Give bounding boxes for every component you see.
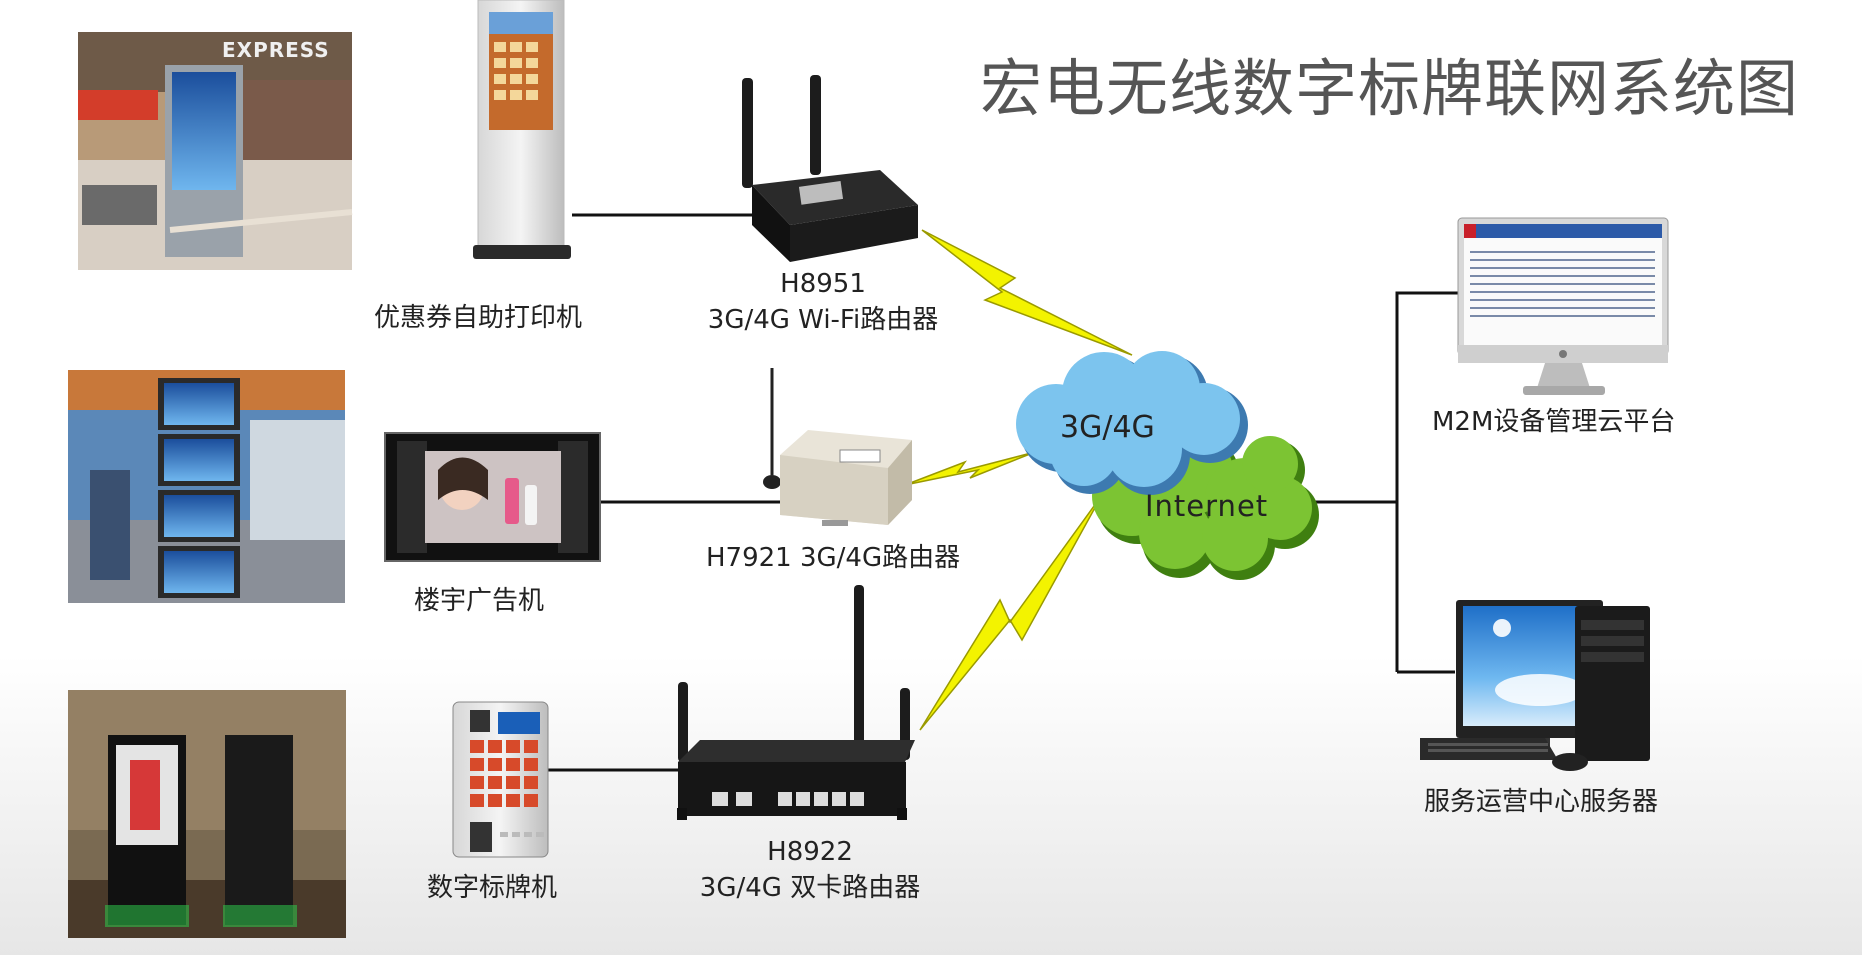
- router-h8922-desc: 3G/4G 双卡路由器: [699, 873, 921, 903]
- router-h8922-model: H8922: [767, 837, 853, 867]
- cloud-internet-label: Internet: [1145, 489, 1269, 523]
- server-label: 服务运营中心服务器: [1424, 787, 1659, 817]
- router-h7921-label: H7921 3G/4G路由器: [706, 543, 961, 573]
- router-h8951-desc: 3G/4G Wi-Fi路由器: [707, 305, 939, 335]
- device-cloud-platform-monitor: [1457, 217, 1669, 395]
- bolt-h7921: [904, 451, 1036, 486]
- device-router-h8922: [677, 585, 915, 820]
- bolt-h8922: [919, 494, 1103, 731]
- kiosk-printer-label: 优惠券自助打印机: [374, 303, 583, 333]
- router-h8951-label: H8951 3G/4G Wi-Fi路由器: [688, 266, 958, 338]
- mall-sign-text: EXPRESS: [222, 38, 330, 62]
- line-bus-cloud: [1395, 291, 1460, 672]
- cloud-3g4g-label: 3G/4G: [1060, 410, 1155, 445]
- cloud-platform-label: M2M设备管理云平台: [1432, 407, 1676, 437]
- page-title: 宏电无线数字标牌联网系统图: [980, 52, 1800, 125]
- device-signage-machine: [452, 701, 549, 858]
- device-ad-player: [384, 432, 601, 562]
- device-router-h8951: [742, 75, 918, 262]
- connection-lines: [548, 213, 1460, 772]
- cloud-3g4g: [1016, 351, 1248, 495]
- bolt-h8951: [921, 229, 1133, 356]
- ad-player-label: 楼宇广告机: [414, 586, 545, 616]
- device-router-h7921: [763, 368, 912, 526]
- photo-mall-kiosk: [78, 32, 353, 270]
- photo-tv-stack: [68, 370, 345, 603]
- router-h8922-label: H8922 3G/4G 双卡路由器: [680, 834, 940, 906]
- router-h8951-model: H8951: [780, 269, 866, 299]
- device-server-pc: [1420, 600, 1650, 771]
- photo-lobby-totems: [68, 690, 346, 938]
- signage-machine-label: 数字标牌机: [427, 873, 558, 903]
- device-kiosk-printer: [473, 0, 571, 259]
